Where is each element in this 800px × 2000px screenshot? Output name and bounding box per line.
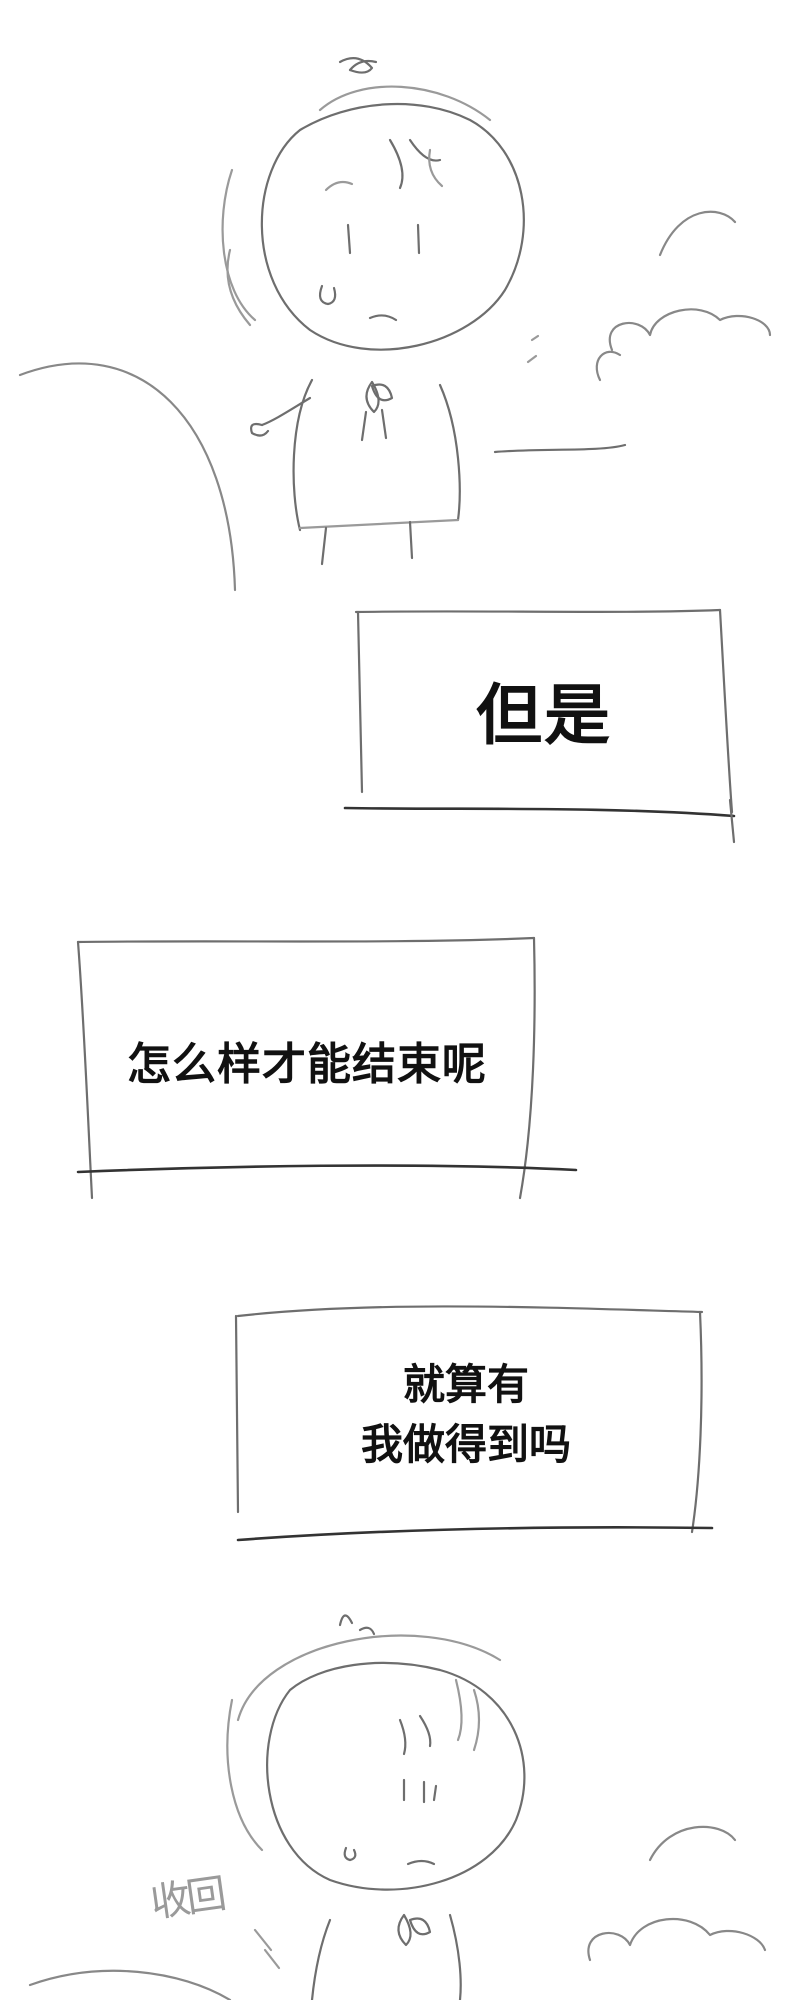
caption-box-3: 就算有 我做得到吗 <box>238 1314 694 1516</box>
caption-3-line-1: 就算有 <box>402 1360 529 1409</box>
caption-box-1-frame <box>343 608 736 844</box>
caption-3-line-2: 我做得到吗 <box>360 1420 571 1469</box>
caption-1-text: 但是 <box>476 677 612 754</box>
bottom-character-illustration <box>28 1614 767 2000</box>
caption-box-3-frame <box>234 1305 714 1542</box>
top-character-illustration <box>18 57 772 592</box>
caption-box-1: 但是 <box>352 612 736 808</box>
handwritten-note: 收回 <box>147 1871 226 1927</box>
caption-2-text: 怎么样才能结束呢 <box>127 1039 487 1090</box>
caption-box-2: 怎么样才能结束呢 <box>82 940 532 1180</box>
caption-box-2-frame <box>76 936 578 1200</box>
